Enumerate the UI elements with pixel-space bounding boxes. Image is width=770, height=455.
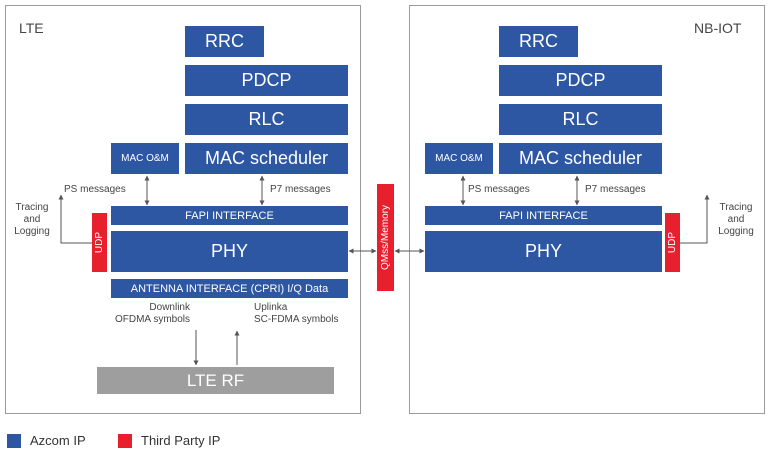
qmss-memory-block: QMss/Memory bbox=[377, 184, 394, 291]
nbiot-rrc-block: RRC bbox=[499, 26, 578, 57]
nbiot-panel-title: NB-IOT bbox=[694, 20, 742, 36]
nbiot-mac-om-block: MAC O&M bbox=[425, 143, 493, 174]
legend-third-party-swatch bbox=[118, 433, 132, 448]
legend-azcom-label: Azcom IP bbox=[30, 433, 86, 448]
legend-third-party-label: Third Party IP bbox=[141, 433, 221, 448]
nbiot-udp-block: UDP bbox=[665, 213, 680, 272]
lte-tracing-label: Tracing and Logging bbox=[14, 202, 50, 237]
nbiot-ps-messages-label: PS messages bbox=[468, 184, 530, 195]
lte-rf-block: LTE RF bbox=[97, 367, 334, 394]
lte-ps-messages-label: PS messages bbox=[64, 184, 126, 195]
legend-azcom: Azcom IP bbox=[7, 433, 86, 448]
nbiot-rlc-block: RLC bbox=[499, 104, 662, 135]
lte-phy-block: PHY bbox=[111, 231, 348, 272]
lte-mac-om-block: MAC O&M bbox=[111, 143, 179, 174]
nbiot-pdcp-block: PDCP bbox=[499, 65, 662, 96]
lte-mac-scheduler-block: MAC scheduler bbox=[185, 143, 348, 174]
nbiot-tracing-arrow bbox=[679, 194, 710, 244]
legend-azcom-swatch bbox=[7, 433, 21, 448]
nbiot-udp-label: UDP bbox=[667, 231, 678, 254]
lte-rlc-block: RLC bbox=[185, 104, 348, 135]
lte-pdcp-block: PDCP bbox=[185, 65, 348, 96]
lte-fapi-interface: FAPI INTERFACE bbox=[111, 206, 348, 225]
lte-rrc-block: RRC bbox=[185, 26, 264, 57]
lte-panel-title: LTE bbox=[19, 20, 44, 36]
lte-antenna-interface: ANTENNA INTERFACE (CPRI) I/Q Data bbox=[111, 279, 348, 298]
nbiot-fapi-interface: FAPI INTERFACE bbox=[425, 206, 662, 225]
lte-udp-label: UDP bbox=[94, 231, 105, 254]
lte-downlink-label: Downlink OFDMA symbols bbox=[114, 302, 190, 325]
lte-p7-messages-label: P7 messages bbox=[270, 184, 331, 195]
lte-uplink-label: Uplinka SC-FDMA symbols bbox=[254, 302, 339, 325]
nbiot-p7-messages-label: P7 messages bbox=[585, 184, 646, 195]
lte-tracing-arrow bbox=[58, 194, 92, 244]
lte-udp-block: UDP bbox=[92, 213, 107, 272]
nbiot-mac-scheduler-block: MAC scheduler bbox=[499, 143, 662, 174]
qmss-memory-label: QMss/Memory bbox=[380, 205, 391, 270]
nbiot-tracing-label: Tracing and Logging bbox=[718, 202, 754, 237]
nbiot-phy-block: PHY bbox=[425, 231, 662, 272]
legend-third-party: Third Party IP bbox=[118, 433, 220, 448]
